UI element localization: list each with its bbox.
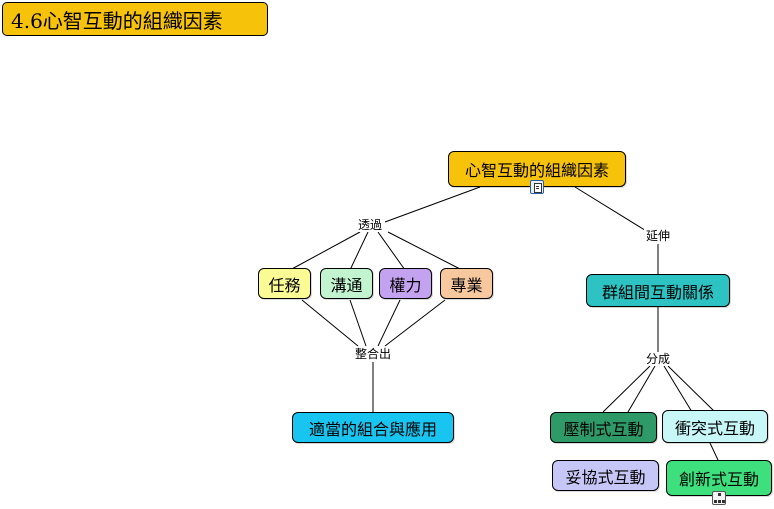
node-comm[interactable]: 溝通 — [320, 268, 373, 299]
label-integrate: 整合出 — [352, 347, 394, 361]
node-task[interactable]: 任務 — [258, 268, 311, 299]
node-conflict[interactable]: 衝突式互動 — [662, 410, 768, 443]
node-power[interactable]: 權力 — [379, 268, 432, 299]
label-extend: 延伸 — [643, 229, 673, 243]
link-divide-compromise — [627, 365, 656, 413]
node-expert[interactable]: 專業 — [440, 268, 493, 299]
node-result[interactable]: 適當的組合與應用 — [292, 412, 454, 443]
node-compromise[interactable]: 妥協式互動 — [552, 460, 659, 491]
link-divide-conflict — [663, 365, 693, 413]
link-divide-suppress — [602, 365, 651, 413]
link-task-integrate — [301, 299, 359, 347]
link-through-expert — [387, 231, 463, 271]
label-divide: 分成 — [643, 352, 673, 366]
page-title: 4.6心智互動的組織因素 — [2, 2, 268, 36]
node-group[interactable]: 群組間互動關係 — [586, 274, 730, 307]
link-power-integrate — [377, 299, 401, 347]
label-through: 透過 — [355, 218, 385, 232]
link-through-comm — [349, 231, 369, 271]
link-root-through — [384, 186, 481, 223]
link-expert-integrate — [384, 299, 446, 347]
node-innovate[interactable]: 創新式互動 — [666, 460, 772, 496]
node-suppress[interactable]: 壓制式互動 — [550, 412, 657, 443]
link-root-extend — [574, 186, 649, 233]
link-through-task — [289, 231, 361, 271]
link-conflict-innovate — [709, 442, 719, 461]
link-through-power — [377, 231, 406, 271]
link-divide-innovate — [667, 365, 716, 413]
concept-map-icon[interactable] — [712, 491, 726, 505]
link-comm-integrate — [349, 299, 367, 347]
note-icon[interactable] — [530, 180, 544, 194]
